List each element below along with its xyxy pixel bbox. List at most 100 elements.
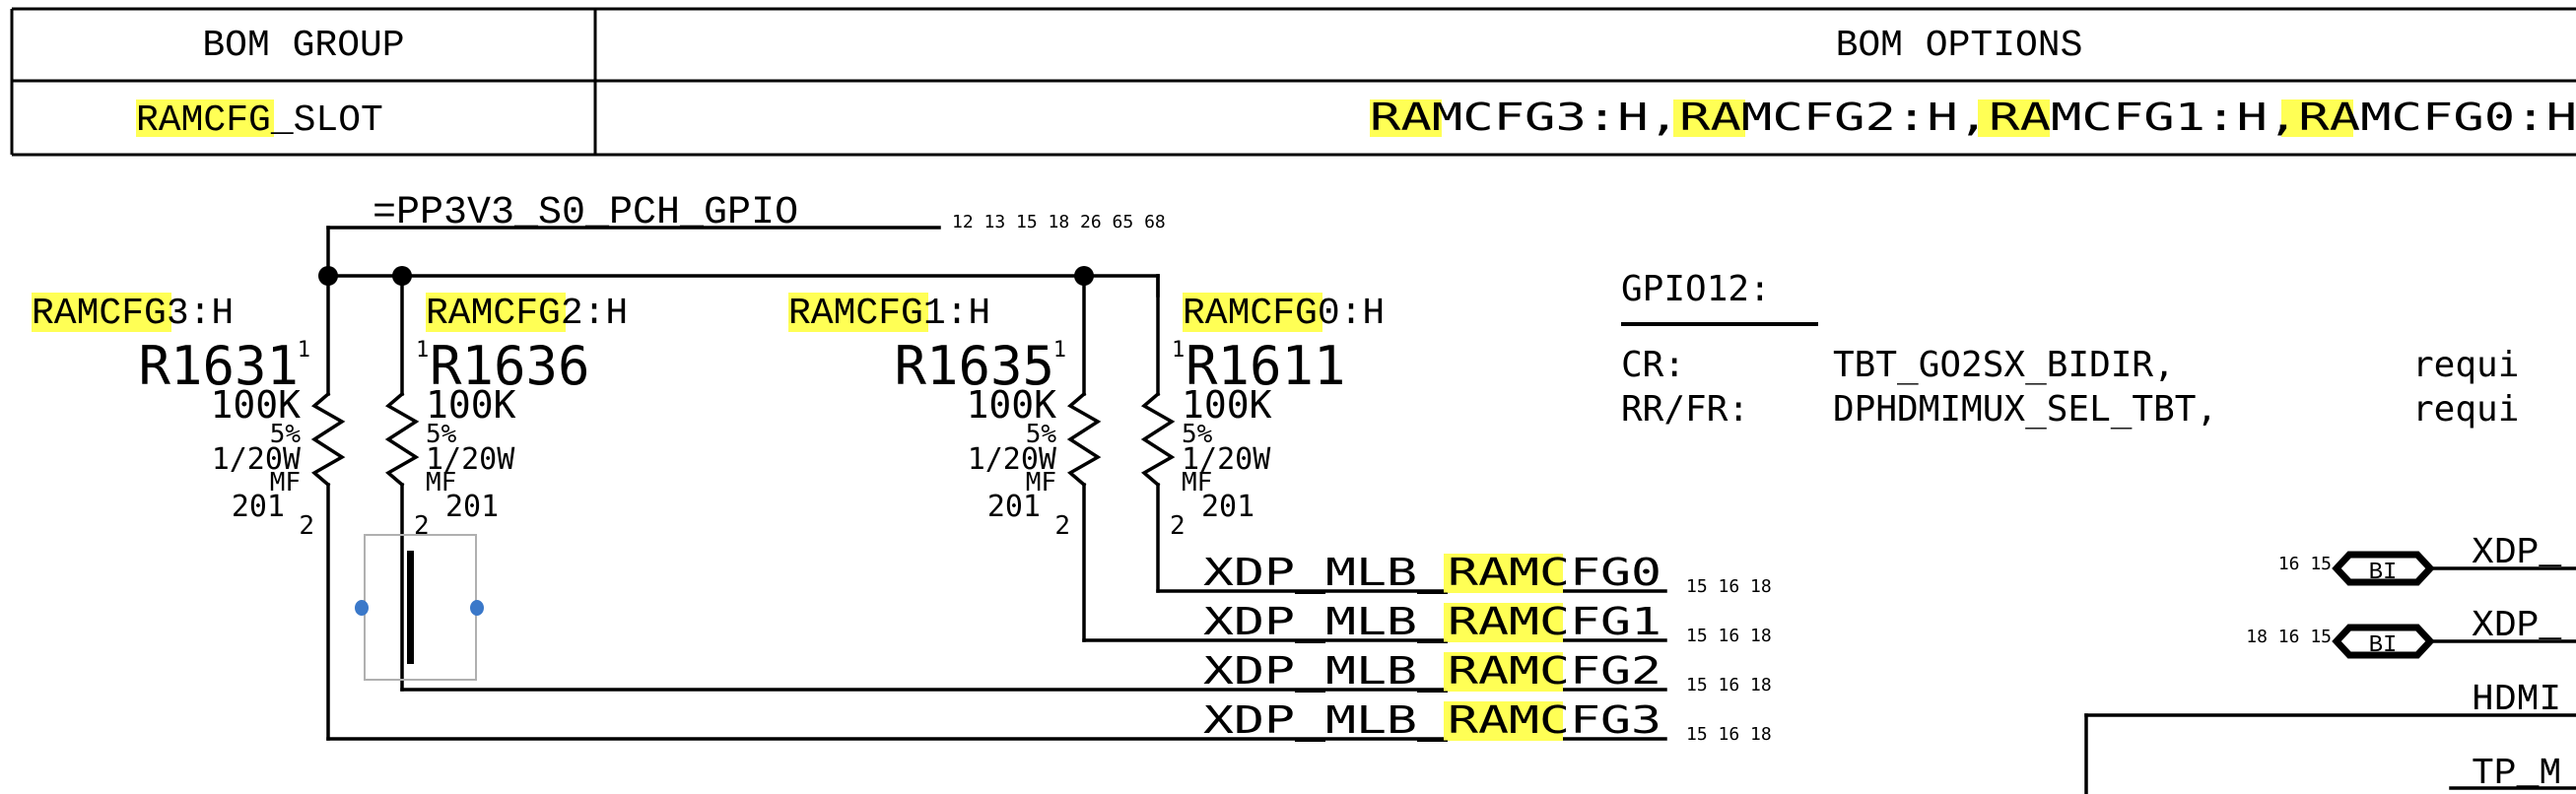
bi-port[interactable]: 18 16 15 BI XDP_	[2246, 605, 2576, 659]
port-type: BI	[2369, 560, 2398, 586]
highlight-mark	[426, 293, 566, 332]
resistor-refdes[interactable]: R1631	[138, 335, 299, 397]
resistor-package: 201	[232, 490, 285, 524]
resistor-power-rating: 1/20W	[1182, 442, 1271, 477]
gpio-note: GPIO12: CR: TBT_GO2SX_BIDIR, requi RR/FR…	[1621, 269, 2519, 430]
resistor-bom-option: RAMCFG3:H	[32, 293, 234, 335]
port-net-label[interactable]: XDP_	[2472, 532, 2561, 574]
resistor-value: 100K	[210, 383, 301, 427]
resistor-type: MF	[1182, 468, 1212, 497]
bom-table: BOM GROUP BOM OPTIONS RAMCFG_SLOT RAMCFG…	[10, 7, 2576, 157]
net-page-refs: 15 16 18	[1686, 576, 1772, 597]
net-page-refs: 15 16 18	[1686, 626, 1772, 646]
highlight-mark	[1978, 99, 2050, 137]
resistor-power-rating: 1/20W	[968, 442, 1057, 477]
resistor-refdes[interactable]: R1635	[894, 335, 1054, 397]
gpio-note-title: GPIO12:	[1621, 269, 1771, 309]
resistor-refdes[interactable]: R1611	[1186, 335, 1346, 397]
resistor-power-rating: 1/20W	[212, 442, 302, 477]
hdmi-net-label[interactable]: HDMI	[2472, 679, 2561, 721]
resistor-refdes[interactable]: R1636	[430, 335, 590, 397]
resistor-value: 100K	[966, 383, 1056, 427]
resistor-bom-option: RAMCFG1:H	[788, 293, 990, 335]
gpio-note-cr-value: TBT_GO2SX_BIDIR,	[1833, 345, 2175, 385]
highlight-mark	[1444, 554, 1563, 593]
highlight-mark	[788, 293, 928, 332]
resistor-package: 201	[445, 490, 499, 524]
resistor-bom-option: RAMCFG2:H	[426, 293, 628, 335]
resistor-tolerance: 5%	[426, 420, 457, 449]
net-page-refs: 15 16 18	[1686, 675, 1772, 695]
resistor-package: 201	[987, 490, 1041, 524]
highlight-mark	[2281, 99, 2353, 137]
selected-wire-segment[interactable]	[407, 551, 414, 664]
resistor-zigzag-symbol[interactable]	[1140, 391, 1176, 488]
highlight-mark	[32, 293, 171, 332]
net-page-refs: 15 16 18	[1686, 724, 1772, 745]
highlight-mark	[1183, 293, 1322, 332]
power-rail-page-refs: 12 13 15 18 26 65 68	[952, 212, 1166, 232]
resistor-value: 100K	[1182, 383, 1272, 427]
resistor-group: RAMCFG3:HR16311100K5%1/20WMF2012RAMCFG2:…	[32, 274, 1385, 741]
resistor-power-rating: 1/20W	[426, 442, 515, 477]
resistor-type: MF	[426, 468, 456, 497]
resistor-tolerance: 5%	[1182, 420, 1213, 449]
selection-handle-left[interactable]	[355, 600, 369, 616]
resistor-pin1-number: 1	[298, 338, 310, 363]
tp-net-label[interactable]: TP_M	[2472, 753, 2561, 794]
resistor-pin2-number: 2	[1054, 511, 1070, 541]
resistor-pin1-number: 1	[1172, 338, 1185, 363]
port-page-refs: 16 15	[2278, 554, 2332, 574]
resistor-pin2-number: 2	[299, 511, 314, 541]
resistor-bom-option: RAMCFG0:H	[1183, 293, 1385, 335]
resistor-package: 201	[1201, 490, 1254, 524]
header-bom-options: BOM OPTIONS	[1836, 25, 2083, 67]
gpio-note-rr-value: DPHDMIMUX_SEL_TBT,	[1833, 389, 2217, 430]
gpio-note-rr-tail: requi	[2412, 389, 2519, 430]
resistor-pin2-number: 2	[1170, 511, 1186, 541]
resistor-tolerance: 5%	[1026, 420, 1057, 449]
resistor-value: 100K	[426, 383, 516, 427]
port-type: BI	[2369, 632, 2398, 659]
highlight-mark	[1370, 99, 1442, 137]
highlight-mark	[1444, 603, 1563, 642]
resistor-pin1-number: 1	[416, 338, 429, 363]
resistor-pin2-number: 2	[414, 511, 430, 541]
header-bom-group: BOM GROUP	[202, 25, 404, 67]
highlight-mark	[1444, 652, 1563, 692]
resistor-pin1-number: 1	[1053, 338, 1066, 363]
resistor-zigzag-symbol[interactable]	[310, 391, 346, 488]
selection-outline	[364, 534, 477, 681]
right-ports: 16 15 BI XDP_ 18 16 15 BI XDP_ HDMI TP_M	[2084, 532, 2576, 794]
gpio-note-cr-tail: requi	[2412, 345, 2519, 385]
highlight-mark	[136, 99, 274, 137]
selection-handle-right[interactable]	[470, 600, 484, 616]
highlight-mark	[1444, 701, 1563, 741]
gpio-note-cr-key: CR:	[1621, 345, 1685, 385]
bom-group-cell[interactable]: RAMCFG_SLOT	[136, 99, 383, 142]
bi-port[interactable]: 16 15 BI XDP_	[2278, 532, 2576, 586]
power-rail[interactable]: =PP3V3_S0_PCH_GPIO 12 13 15 18 26 65 68	[318, 191, 1166, 298]
resistor-type: MF	[270, 468, 301, 497]
port-net-label[interactable]: XDP_	[2472, 605, 2561, 647]
resistor-type: MF	[1026, 468, 1056, 497]
selection-box[interactable]	[355, 534, 484, 681]
resistor-zigzag-symbol[interactable]	[384, 391, 420, 488]
resistor-zigzag-symbol[interactable]	[1066, 391, 1102, 488]
